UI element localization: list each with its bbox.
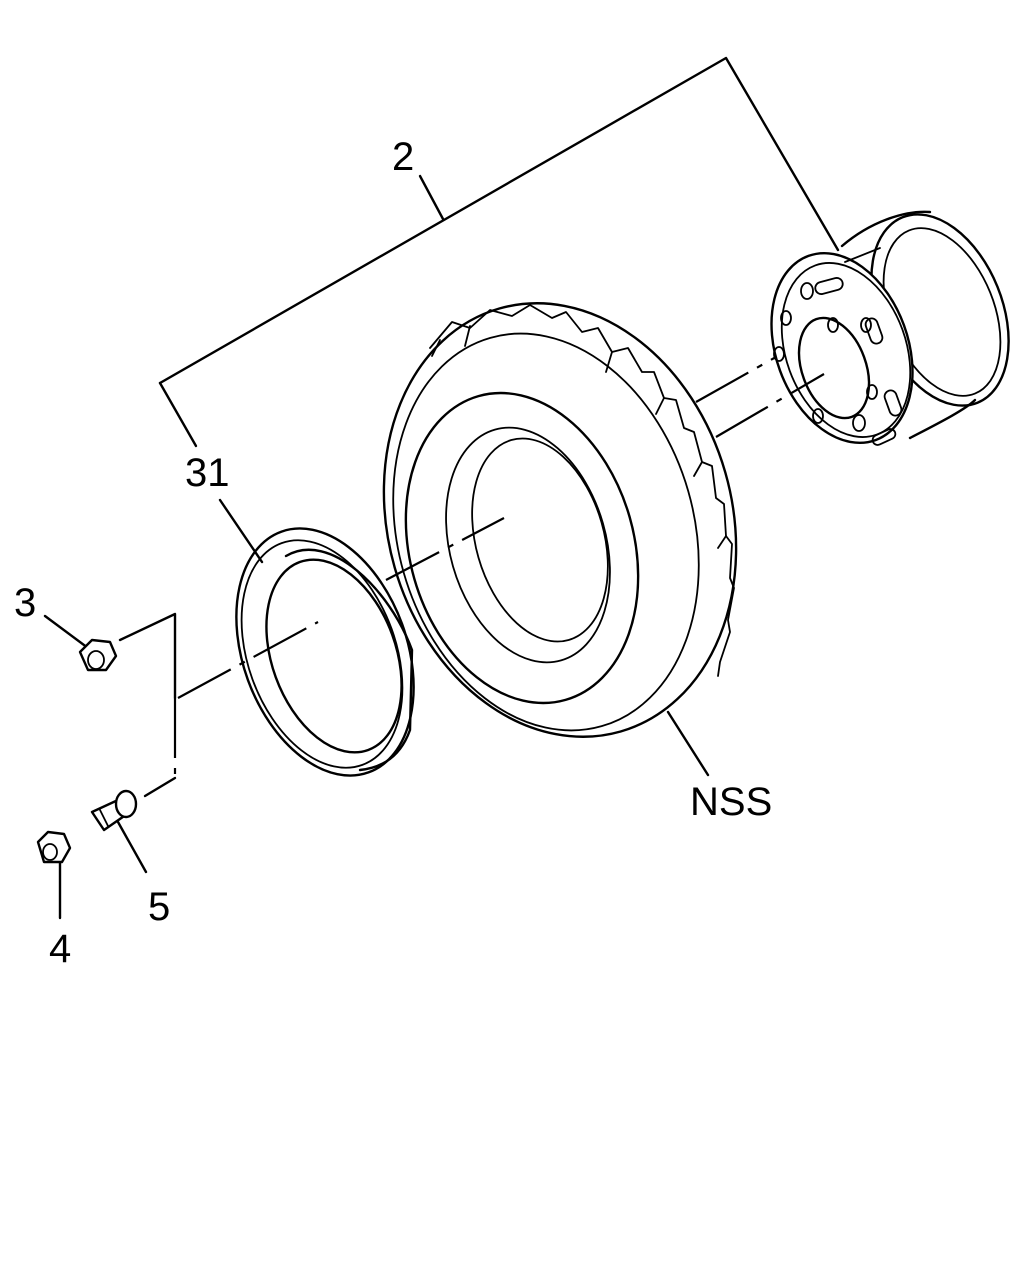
wheel-ring-31 bbox=[235, 527, 415, 777]
callout-2: 2 bbox=[392, 135, 414, 179]
assembly-bracket-2 bbox=[158, 56, 840, 448]
callout-5: 5 bbox=[148, 885, 170, 929]
wheel-rim bbox=[770, 210, 1010, 446]
stud-bolt-5 bbox=[90, 789, 138, 832]
nut-4 bbox=[36, 830, 72, 864]
nut-3 bbox=[78, 638, 118, 672]
callout-nss: NSS bbox=[690, 780, 772, 824]
callout-3: 3 bbox=[14, 581, 36, 625]
callout-31: 31 bbox=[185, 451, 230, 495]
callout-4: 4 bbox=[49, 927, 71, 971]
tyre bbox=[382, 302, 738, 738]
leader-lines bbox=[43, 498, 710, 920]
assembly-centerlines bbox=[177, 356, 825, 699]
